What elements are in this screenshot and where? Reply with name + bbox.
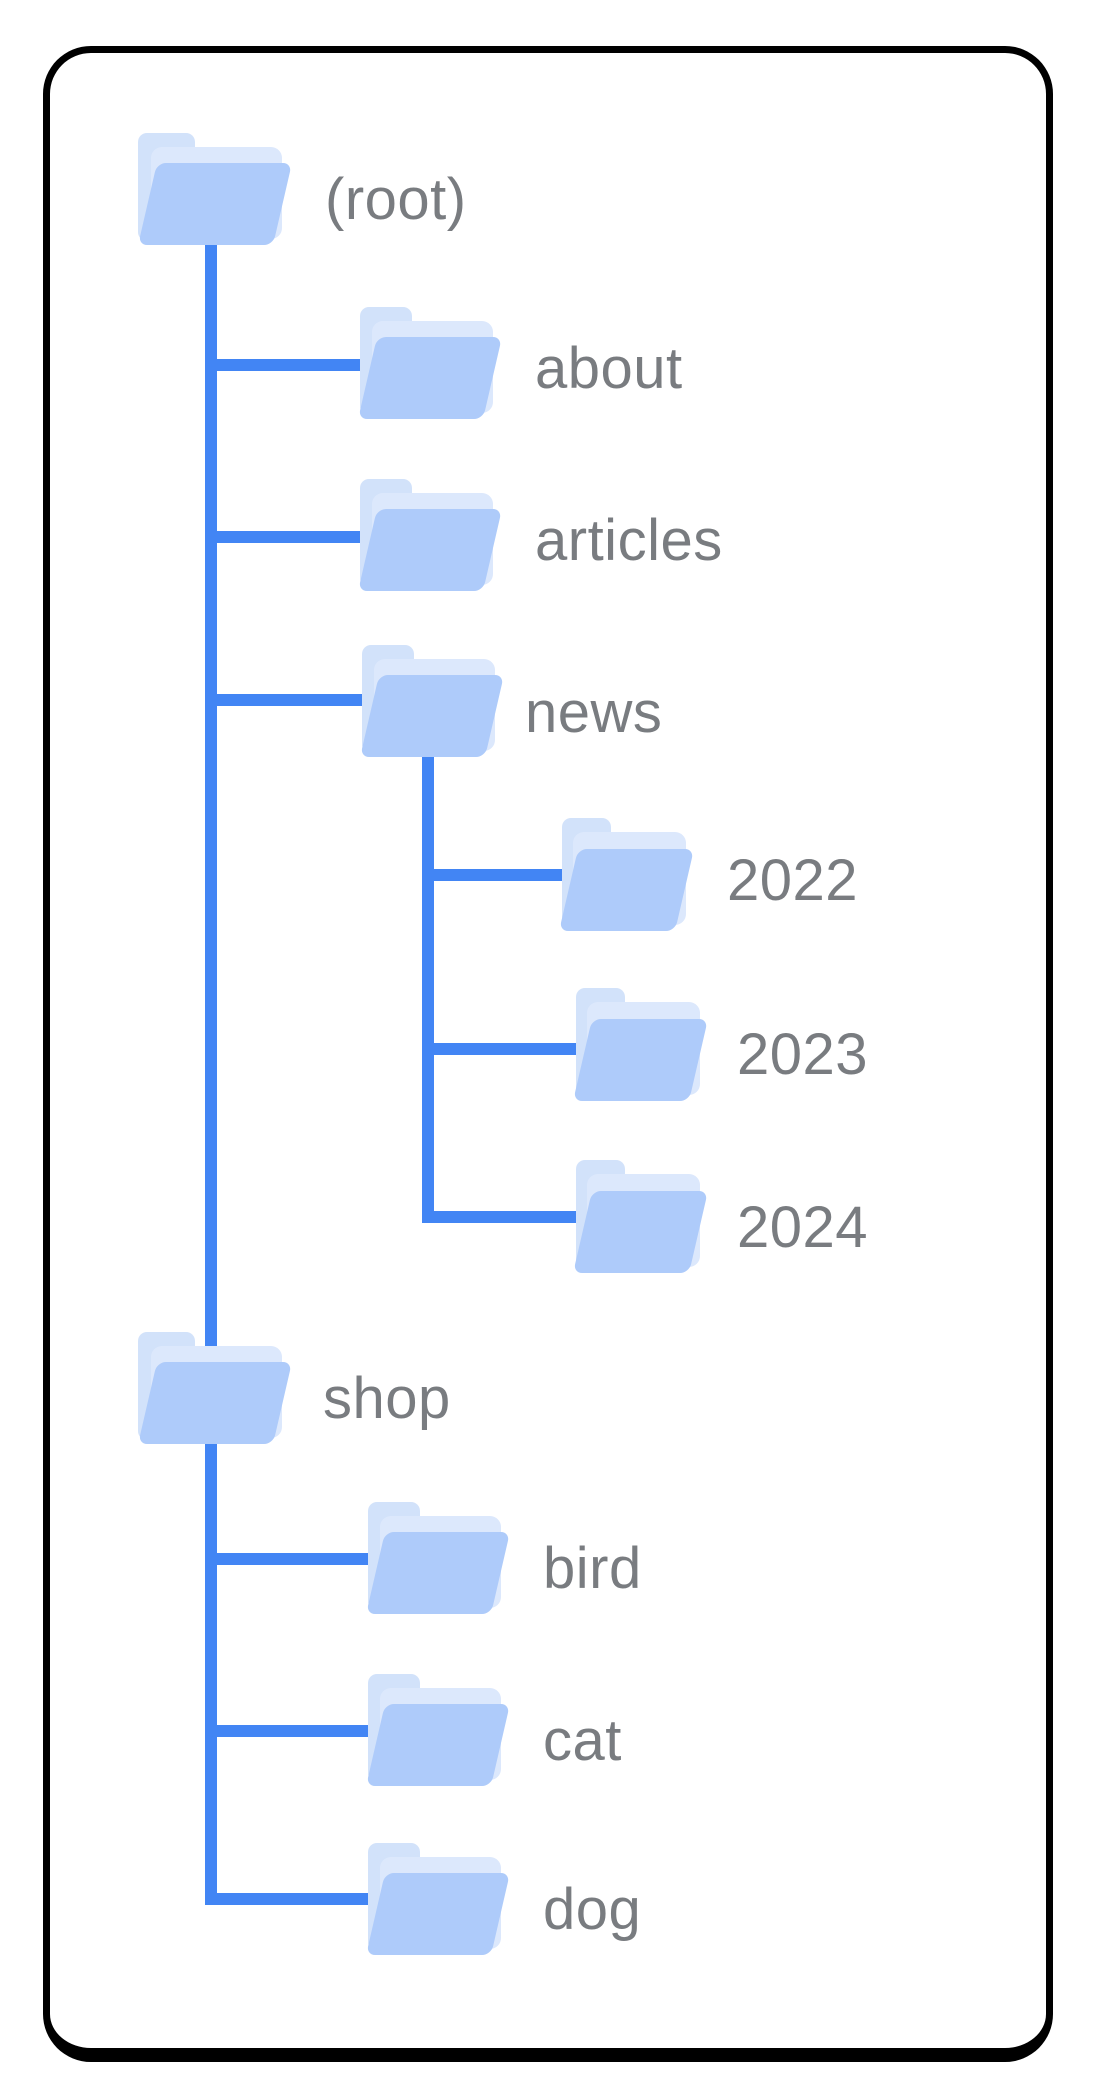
folder-front-shape <box>137 163 292 245</box>
folder-front-shape <box>358 337 503 419</box>
tree-node-label-shop: shop <box>323 1366 451 1431</box>
folder-front-shape <box>137 1362 292 1444</box>
folder-icon-2022 <box>559 818 697 931</box>
folder-icon-shop <box>137 1332 295 1444</box>
tree-node-label-cat: cat <box>543 1708 622 1773</box>
folder-front-shape <box>573 1190 709 1273</box>
folder-icon-articles <box>358 479 505 591</box>
folder-front-shape <box>360 675 505 757</box>
folder-icon-root <box>137 133 295 245</box>
connector-branch-about <box>205 359 370 371</box>
folder-front-shape <box>358 509 503 591</box>
folder-icon-dog <box>366 1843 513 1955</box>
connector-trunk-news <box>422 752 434 1223</box>
connector-branch-2022 <box>422 869 574 881</box>
folder-icon-cat <box>366 1674 513 1786</box>
tree-node-label-2022: 2022 <box>727 848 859 913</box>
folder-front-shape <box>573 1018 709 1101</box>
connector-trunk-root <box>205 238 217 1905</box>
folder-front-shape <box>559 848 695 931</box>
folder-icon-about <box>358 307 505 419</box>
folder-icon-bird <box>366 1502 513 1614</box>
tree-node-label-2024: 2024 <box>737 1195 869 1260</box>
tree-node-label-about: about <box>535 336 683 401</box>
connector-branch-2024 <box>422 1211 584 1223</box>
folder-icon-news <box>360 645 507 757</box>
tree-node-label-news: news <box>525 680 663 745</box>
tree-node-label-articles: articles <box>535 508 723 573</box>
folder-front-shape <box>366 1873 511 1955</box>
folder-front-shape <box>366 1704 511 1786</box>
folder-icon-2024 <box>573 1160 711 1273</box>
tree-node-label-bird: bird <box>543 1536 642 1601</box>
connector-branch-articles <box>205 531 370 543</box>
connector-branch-news <box>205 694 375 706</box>
connector-branch-2023 <box>422 1043 584 1055</box>
connector-branch-bird <box>205 1553 380 1565</box>
folder-icon-2023 <box>573 988 711 1101</box>
connector-branch-cat <box>205 1725 380 1737</box>
tree-node-label-2023: 2023 <box>737 1022 869 1087</box>
connector-branch-dog <box>205 1893 380 1905</box>
folder-front-shape <box>366 1532 511 1614</box>
tree-node-label-dog: dog <box>543 1877 642 1942</box>
tree-node-label-root: (root) <box>325 167 467 232</box>
